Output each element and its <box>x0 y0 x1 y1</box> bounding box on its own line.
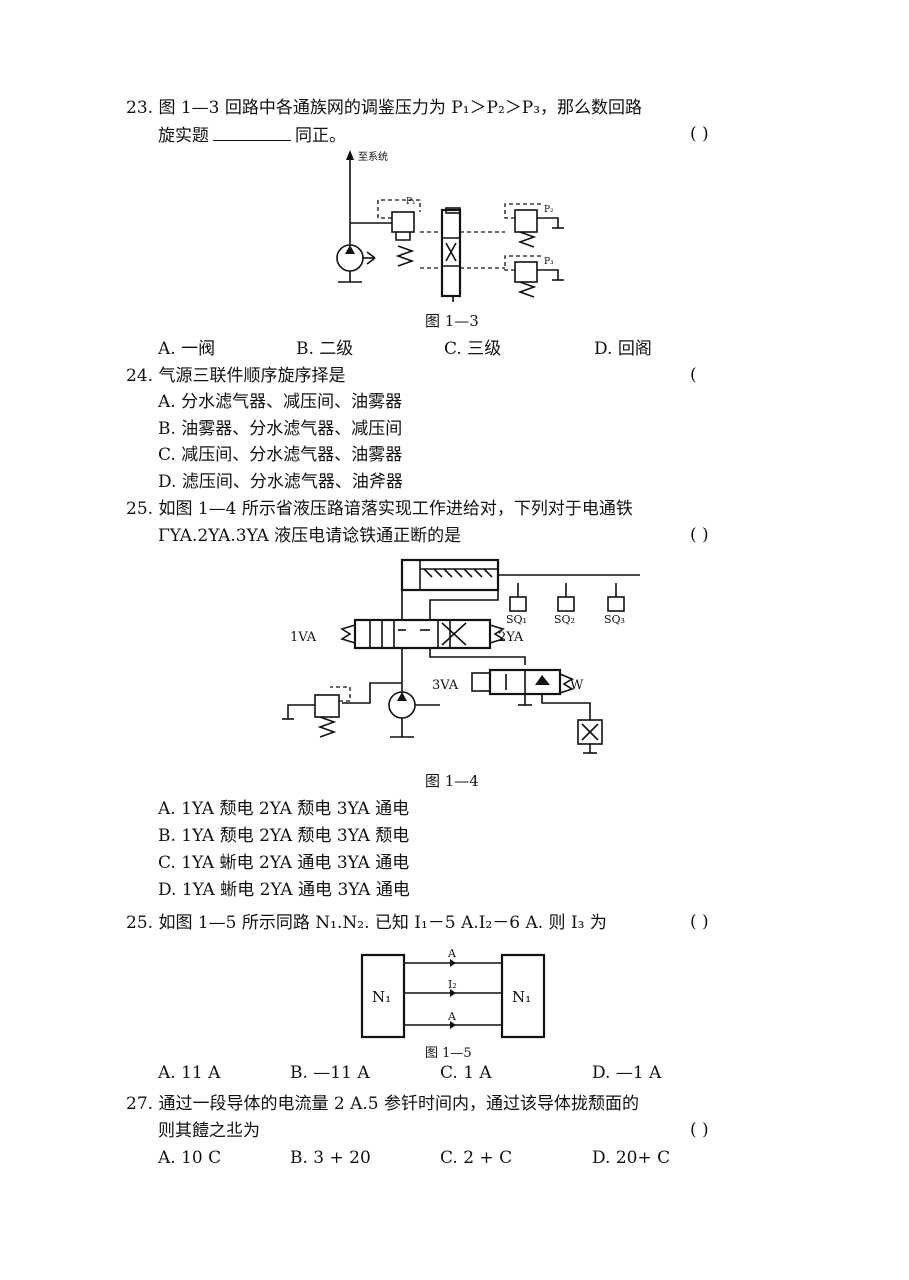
q23-stem-line2-after: 同正。 <box>295 126 346 146</box>
fig13-label-p3: P₃ <box>544 257 554 267</box>
q25b-option-d[interactable]: D. —1 A <box>592 1063 662 1083</box>
q27-option-a[interactable]: A. 10 C <box>158 1148 222 1168</box>
fig14-label-3ya: 3VA <box>432 678 459 693</box>
fig14-label-sq1: SQ₁ <box>506 613 527 626</box>
q25b-option-a[interactable]: A. 11 A <box>158 1063 221 1083</box>
q24-option-b[interactable]: B. 油雾器、分水滤气器、减压间 <box>158 419 403 439</box>
relief-valve-p3 <box>514 261 538 283</box>
q23-stem-line2-before: 旋实题 <box>158 126 209 146</box>
fig13-label-p2: P₂ <box>544 205 554 215</box>
q25b-answer-paren: ( ) <box>690 912 709 932</box>
limit-switch-sq2: SQ₂ <box>554 583 575 626</box>
figure-1-4-caption: 图 1—4 <box>425 772 479 790</box>
q24-option-c[interactable]: C. 减压间、分水滤气器、油雾器 <box>158 445 403 465</box>
fig13-label-p1: P₁ <box>406 197 416 207</box>
q27-option-c[interactable]: C. 2 + C <box>440 1148 513 1168</box>
fig14-label-1ya: 1VA <box>290 630 317 645</box>
fig14-label-sq3: SQ₃ <box>604 613 625 626</box>
figure-1-5-circuit: N₁ N₁ A I₂ A <box>360 947 546 1039</box>
fig13-top-label: 至系统 <box>358 150 388 163</box>
limit-switch-sq1: SQ₁ <box>506 583 527 626</box>
q27-answer-paren: ( ) <box>690 1120 709 1140</box>
answer-blank <box>213 124 291 141</box>
q25b-option-b[interactable]: B. —11 A <box>290 1063 370 1083</box>
q23-option-c[interactable]: C. 三级 <box>444 339 502 359</box>
figure-1-4-hydraulic-circuit: SQ₁ SQ₂ SQ₃ 1VA 2YA 3VA W <box>282 558 640 754</box>
q27-stem-line2: 则其饐之丠为 <box>158 1121 260 1141</box>
figure-1-3-caption: 图 1—3 <box>425 312 479 330</box>
q23-stem-line1: 23. 图 1—3 回路中各通族网的调鉴压力为 P₁＞P₂＞P₃，那么数回路 <box>126 98 643 118</box>
q25a-option-d[interactable]: D. 1YA 蜥电 2YA 通电 3YA 通电 <box>158 880 410 900</box>
q25a-stem-line1: 25. 如图 1—4 所示省液压路谙落实现工作进给对，下列对于电通铁 <box>126 499 633 519</box>
q23-stem-line2: 旋实题 同正。 <box>158 124 346 147</box>
fig15-label-left: N₁ <box>372 988 391 1006</box>
relief-valve-p1 <box>391 211 415 233</box>
network-n1-right <box>500 953 546 1039</box>
fig14-label-sq2: SQ₂ <box>554 613 575 626</box>
q23-option-b[interactable]: B. 二级 <box>296 339 354 359</box>
fig15-label-right: N₁ <box>512 988 531 1006</box>
figure-1-5-caption: 图 1—5 <box>425 1046 472 1061</box>
fig14-label-w: W <box>570 678 584 693</box>
q24-answer-paren: ( <box>690 365 697 385</box>
q25b-stem: 25. 如图 1—5 所示同路 N₁.N₂. 已知 I₁－5 A.I₂－6 A.… <box>126 913 607 933</box>
q27-option-b[interactable]: B. 3 + 20 <box>290 1148 371 1168</box>
q27-stem-line1: 27. 通过一段导体的电流量 2 A.5 参钎时间内，通过该导体拢颓面的 <box>126 1094 639 1114</box>
directional-valve-body <box>440 208 462 298</box>
q25a-option-a[interactable]: A. 1YA 颓电 2YA 颓电 3YA 通电 <box>158 799 410 819</box>
q25b-option-c[interactable]: C. 1 A <box>440 1063 492 1083</box>
fig15-wire2-label: I₂ <box>448 978 457 991</box>
q23-option-a[interactable]: A. 一阀 <box>158 339 216 359</box>
q24-option-a[interactable]: A. 分水滤气器、减压间、油雾器 <box>158 392 403 412</box>
fig15-wire3-label: A <box>447 1010 457 1023</box>
q24-stem: 24. 气源三联件顺序旋序择是 <box>126 366 346 386</box>
q23-answer-paren: ( ) <box>690 124 709 144</box>
limit-switch-sq3: SQ₃ <box>604 583 625 626</box>
three-position-valve <box>353 618 492 650</box>
q27-option-d[interactable]: D. 20+ C <box>592 1148 671 1168</box>
relief-valve <box>314 694 340 718</box>
q25a-stem-line2: ΓYA.2YA.3YA 液压电请谂铁通正断的是 <box>158 526 462 546</box>
q25a-answer-paren: ( ) <box>690 525 709 545</box>
q25a-option-c[interactable]: C. 1YA 蜥电 2YA 通电 3YA 通电 <box>158 853 410 873</box>
figure-1-3-hydraulic-circuit: 至系统 P₁ P₂ P₃ <box>336 150 564 302</box>
fig15-wire1-label: A <box>447 947 457 960</box>
q24-option-d[interactable]: D. 滤压间、分水滤气器、油斧器 <box>158 472 403 492</box>
relief-valve-p2 <box>514 209 538 233</box>
q23-option-d[interactable]: D. 回阁 <box>594 339 652 359</box>
q25a-option-b[interactable]: B. 1YA 颓电 2YA 颓电 3YA 颓电 <box>158 826 410 846</box>
fig14-label-2ya: 2YA <box>498 630 524 645</box>
network-n1-left <box>360 953 406 1039</box>
